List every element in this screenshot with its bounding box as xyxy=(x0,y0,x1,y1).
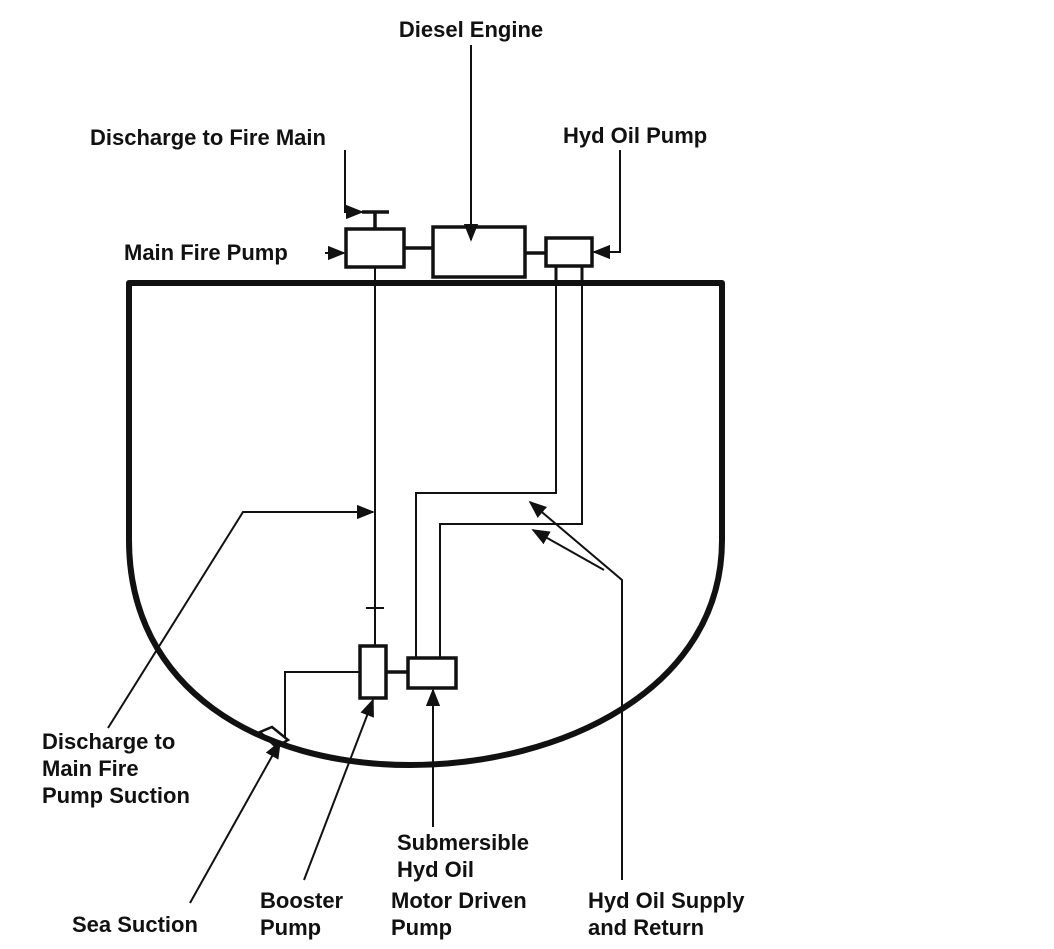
label-submersible-pump: Submersible Hyd Oil Motor Driven Pump xyxy=(391,830,535,940)
arrow-booster-pump xyxy=(303,698,374,881)
diesel-engine-box xyxy=(431,225,527,279)
hull-outline xyxy=(126,280,725,768)
hyd-oil-return-pipe xyxy=(439,283,583,659)
arrow-discharge-to-fire-main xyxy=(344,150,364,220)
arrow-hyd-oil-supply xyxy=(528,500,623,880)
arrow-discharge-suction xyxy=(107,504,375,729)
submersible-pump-box xyxy=(406,656,458,690)
label-booster-pump: Booster Pump xyxy=(260,888,349,940)
label-hyd-oil-pump: Hyd Oil Pump xyxy=(563,123,707,148)
main-fire-pump-box xyxy=(344,227,406,269)
sea-suction-pipe xyxy=(284,671,360,738)
label-main-fire-pump: Main Fire Pump xyxy=(124,240,288,265)
label-discharge-to-fire-main: Discharge to Fire Main xyxy=(90,125,326,150)
hyd-oil-pump-base xyxy=(554,264,584,285)
booster-pump-box xyxy=(358,644,388,700)
hyd-oil-supply-pipe xyxy=(415,283,557,659)
arrow-hyd-oil-return xyxy=(531,529,605,571)
label-diesel-engine: Diesel Engine xyxy=(399,17,543,42)
label-hyd-oil-supply-return: Hyd Oil Supply and Return xyxy=(588,888,751,940)
arrow-hyd-oil-pump xyxy=(592,150,621,260)
label-discharge-suction: Discharge to Main Fire Pump Suction xyxy=(42,729,190,808)
label-sea-suction: Sea Suction xyxy=(72,912,198,937)
hyd-oil-pump-box xyxy=(544,236,594,268)
arrow-sea-suction xyxy=(189,740,281,904)
